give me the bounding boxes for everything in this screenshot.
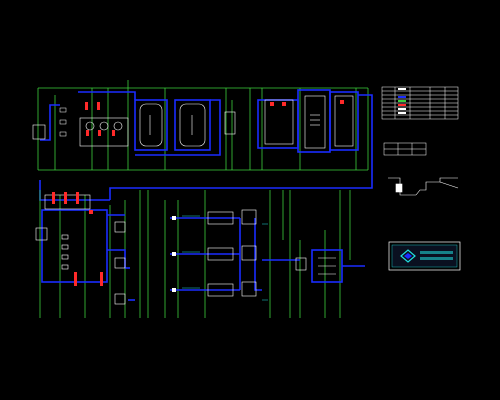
lower-feed-tank (35, 227, 48, 241)
upper-green-lines (37, 80, 369, 171)
lower-pump-3 (114, 293, 126, 305)
lower-blue-lines (41, 209, 365, 301)
product-tank (295, 257, 307, 271)
diamond-logo-icon (400, 249, 416, 263)
power-station-block (79, 117, 129, 147)
feed-tank (32, 124, 46, 140)
pump-symbol-1 (85, 121, 95, 131)
lower-tag-marks (182, 215, 268, 301)
vessel-2 (179, 103, 206, 147)
membrane-row-3 (207, 283, 234, 297)
lower-pump-2 (114, 257, 126, 269)
title-block (388, 241, 461, 271)
column-1 (264, 99, 294, 145)
legend-symbols (398, 88, 406, 114)
pump-symbol-2 (99, 121, 109, 131)
upper-flow-section (32, 80, 373, 201)
lower-pump-1 (114, 221, 126, 233)
lower-equipment (35, 194, 336, 305)
upper-valves (59, 100, 344, 137)
small-table (383, 142, 427, 156)
lower-valves (52, 192, 176, 292)
membrane-row-2 (207, 247, 234, 261)
upper-equipment (32, 95, 354, 149)
membrane-row-1 (207, 211, 234, 225)
vessel-1 (139, 103, 163, 147)
mini-schematic (388, 177, 459, 196)
column-2 (304, 95, 326, 149)
filter-unit (224, 111, 236, 135)
lower-header-block (44, 194, 91, 210)
lower-flow-section (35, 190, 365, 318)
legend-table (381, 86, 459, 120)
pump-symbol-3 (113, 121, 123, 131)
column-3 (334, 95, 354, 147)
